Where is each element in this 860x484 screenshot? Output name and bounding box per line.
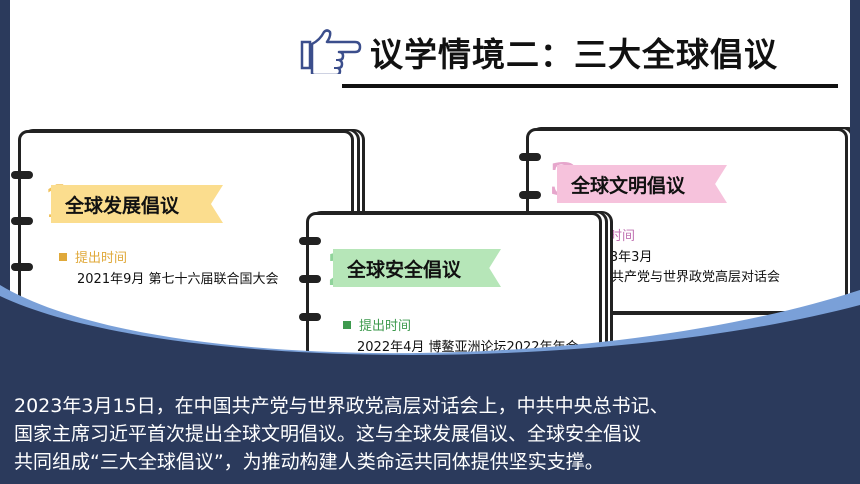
card-heading: 全球发展倡议 [65,194,180,217]
item-value: 中国共产党与世界政党高层对话会 [585,270,781,285]
paragraph-line: 国家主席习近平首次提出全球文明倡议。这与全球发展倡议、全球安全倡议 [14,423,642,445]
bullet-square-icon [59,252,67,261]
paragraph-line: 2023年3月15日，在中国共产党与世界政党高层对话会上，中共中央总书记、 [14,395,669,417]
card-heading: 全球安全倡议 [347,258,462,281]
binder-ring [11,171,33,179]
card-heading-banner: 全球文明倡议 [557,165,727,203]
item-label: 提出时间 [343,315,411,334]
binder-ring [11,217,33,225]
card-heading-banner: 全球安全倡议 [333,249,501,287]
binder-ring [299,237,321,245]
paragraph-line: 共同组成“三大全球倡议”，为推动构建人类命运共同体提供坚实支撑。 [14,451,604,473]
binder-ring [519,191,541,199]
card-global-security: 2 全球安全倡议 提出时间 2022年4月 博鳌亚洲论坛2022年年会 [299,212,602,418]
item-label: 提出时间 [59,247,127,266]
binder-ring [11,263,33,271]
item-value: 2022年4月 博鳌亚洲论坛2022年年会 [357,340,579,355]
title-underline [342,84,838,88]
card-heading-banner: 全球发展倡议 [51,185,223,223]
binder-ring [299,275,321,283]
binder-ring [519,153,541,161]
binder-ring [299,313,321,321]
card-heading: 全球文明倡议 [571,174,686,197]
description-paragraph: 2023年3月15日，在中国共产党与世界政党高层对话会上，中共中央总书记、 国家… [14,392,850,476]
item-label-text: 提出时间 [75,251,128,266]
item-value: 2021年9月 第七十六届联合国大会 [77,272,279,287]
page-title: 议学情境二：三大全球倡议 [370,35,778,74]
item-label-text: 提出时间 [359,319,412,334]
bullet-square-icon [343,320,351,329]
card-global-development: 1 全球发展倡议 提出时间 2021年9月 第七十六届联合国大会 [11,130,354,396]
title-block: 议学情境二：三大全球倡议 [298,26,838,96]
pointing-hand-icon [300,29,362,74]
